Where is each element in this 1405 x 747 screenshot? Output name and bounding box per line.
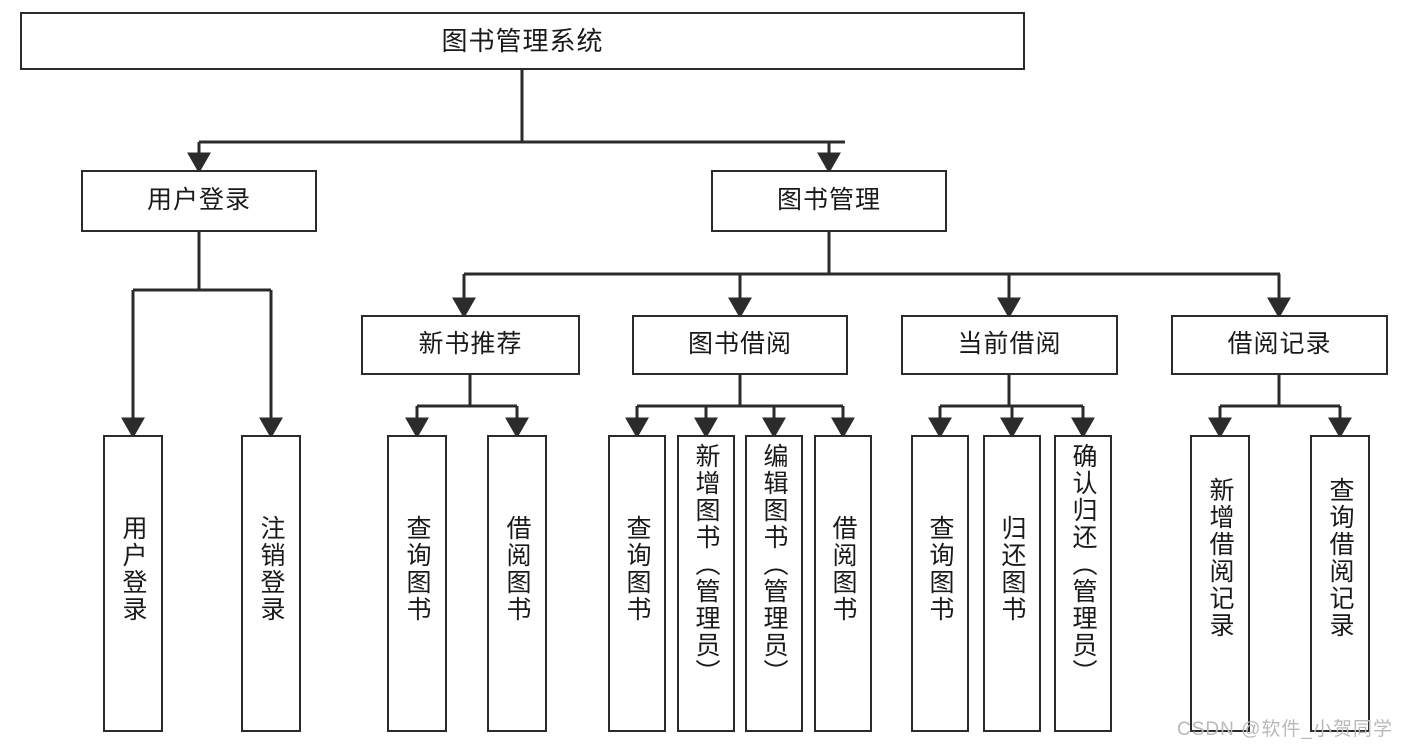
node-leaf-return-book-label: 归还图书: [998, 515, 1026, 623]
node-user-login-label: 用户登录: [146, 186, 251, 215]
node-leaf-add-record[interactable]: 新增借阅记录: [1190, 435, 1250, 732]
node-leaf-borrow-book-1[interactable]: 借阅图书: [487, 435, 547, 732]
node-book-borrow[interactable]: 图书借阅: [632, 315, 848, 375]
node-leaf-query-book-1-label: 查询图书: [403, 515, 431, 623]
node-leaf-logout[interactable]: 注销登录: [241, 435, 301, 732]
node-current-borrow-label: 当前借阅: [957, 330, 1062, 359]
node-leaf-borrow-book-2[interactable]: 借阅图书: [814, 435, 872, 732]
node-leaf-confirm-return[interactable]: 确认归还（管理员）: [1054, 435, 1112, 732]
node-leaf-user-login-label: 用户登录: [119, 515, 147, 623]
node-root[interactable]: 图书管理系统: [20, 12, 1025, 70]
node-leaf-add-book-label: 新增图书（管理员）: [692, 443, 720, 686]
node-leaf-add-book[interactable]: 新增图书（管理员）: [677, 435, 735, 732]
node-borrow-record[interactable]: 借阅记录: [1171, 315, 1388, 375]
node-borrow-record-label: 借阅记录: [1227, 330, 1332, 359]
node-leaf-query-book-2-label: 查询图书: [623, 515, 651, 623]
node-leaf-borrow-book-1-label: 借阅图书: [503, 515, 531, 623]
node-leaf-return-book[interactable]: 归还图书: [983, 435, 1041, 732]
node-leaf-query-record-label: 查询借阅记录: [1326, 477, 1354, 639]
node-leaf-confirm-return-label: 确认归还（管理员）: [1069, 443, 1097, 686]
node-book-manage-label: 图书管理: [776, 186, 881, 215]
node-leaf-logout-label: 注销登录: [257, 515, 285, 623]
node-new-book-recommend[interactable]: 新书推荐: [361, 315, 580, 375]
node-root-label: 图书管理系统: [441, 25, 604, 56]
watermark: CSDN @软件_小贺同学: [1177, 719, 1393, 740]
node-user-login[interactable]: 用户登录: [81, 170, 317, 232]
node-leaf-query-book-2[interactable]: 查询图书: [608, 435, 666, 732]
node-leaf-query-record[interactable]: 查询借阅记录: [1310, 435, 1370, 732]
node-leaf-query-book-1[interactable]: 查询图书: [387, 435, 447, 732]
node-leaf-user-login[interactable]: 用户登录: [103, 435, 163, 732]
node-book-manage[interactable]: 图书管理: [711, 170, 947, 232]
node-leaf-edit-book[interactable]: 编辑图书（管理员）: [745, 435, 803, 732]
node-new-book-recommend-label: 新书推荐: [418, 330, 523, 359]
node-leaf-query-book-3[interactable]: 查询图书: [911, 435, 969, 732]
node-leaf-edit-book-label: 编辑图书（管理员）: [760, 443, 788, 686]
node-leaf-query-book-3-label: 查询图书: [926, 515, 954, 623]
node-leaf-add-record-label: 新增借阅记录: [1206, 477, 1234, 639]
node-book-borrow-label: 图书借阅: [687, 330, 792, 359]
node-leaf-borrow-book-2-label: 借阅图书: [829, 515, 857, 623]
node-current-borrow[interactable]: 当前借阅: [901, 315, 1118, 375]
